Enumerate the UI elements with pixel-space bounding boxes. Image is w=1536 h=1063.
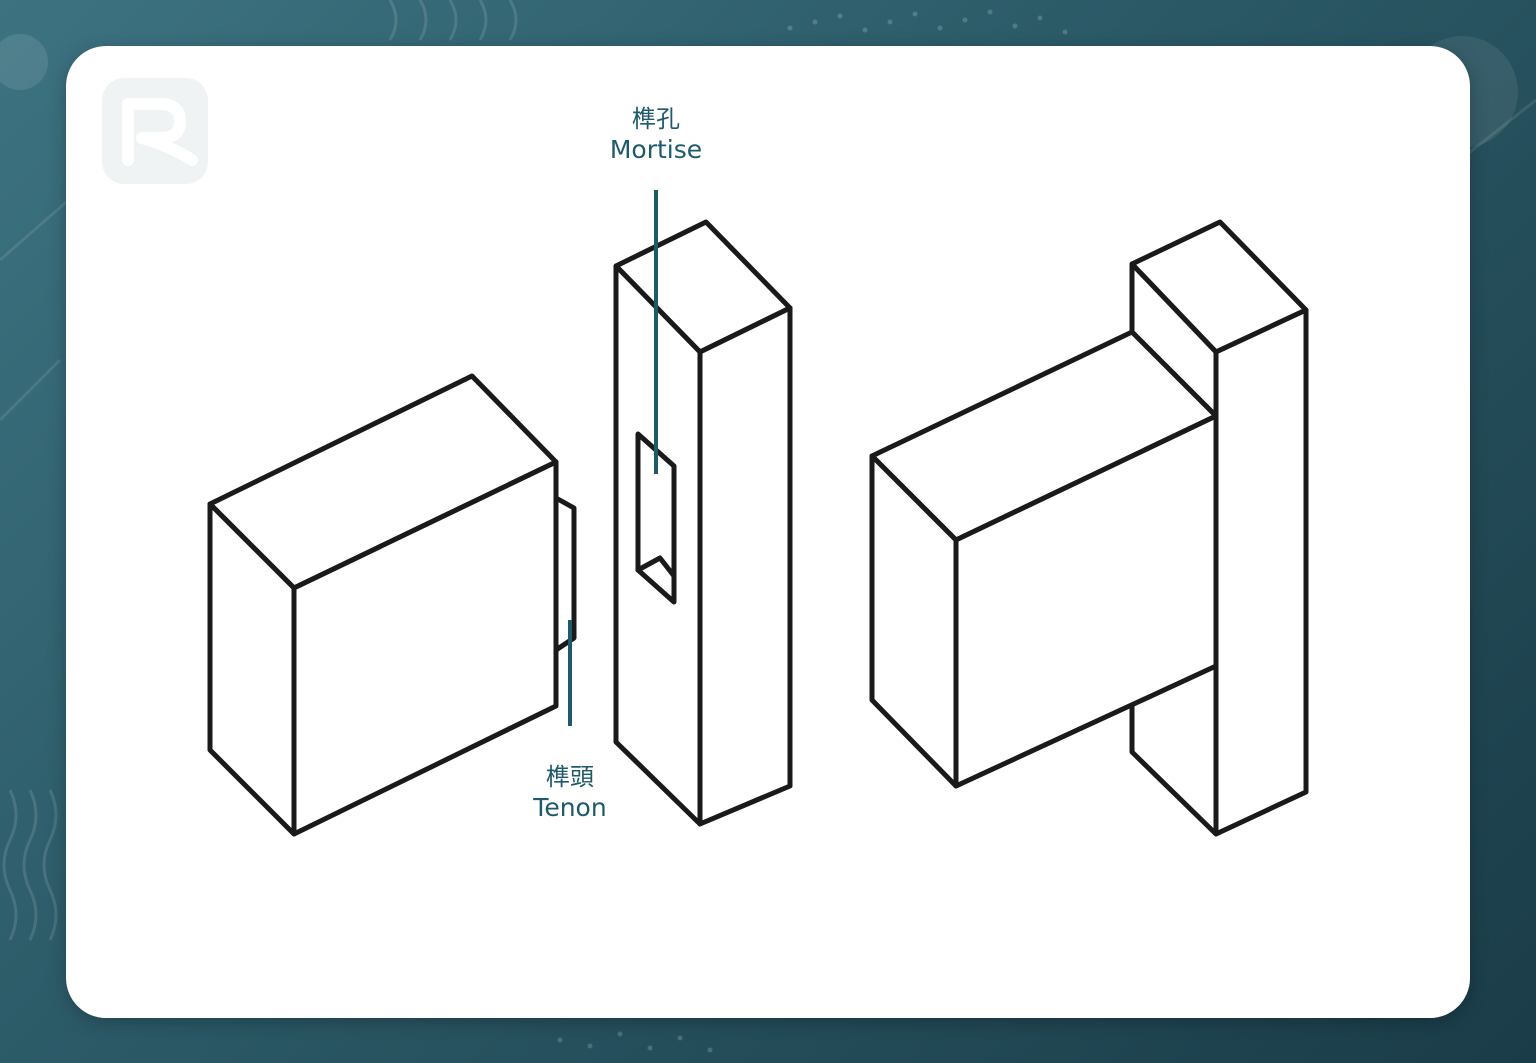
brand-logo [102,78,208,184]
mortise-label: 榫孔 Mortise [596,104,716,165]
mortise-label-english: Mortise [609,135,703,164]
mortise-tenon-diagram [207,190,1309,837]
tenon-protrusion [553,495,577,653]
mortise-post [613,219,793,827]
tenon-beam [207,373,577,837]
tenon-label: 榫頭 Tenon [510,762,630,823]
mortise-label-chinese: 榫孔 [632,105,680,133]
assembled-joint [869,219,1309,837]
diagram-card: 榫孔 Mortise 榫頭 Tenon [66,46,1470,1018]
tenon-label-english: Tenon [533,793,607,822]
tenon-label-chinese: 榫頭 [546,763,594,791]
mortise-hole [635,431,677,605]
